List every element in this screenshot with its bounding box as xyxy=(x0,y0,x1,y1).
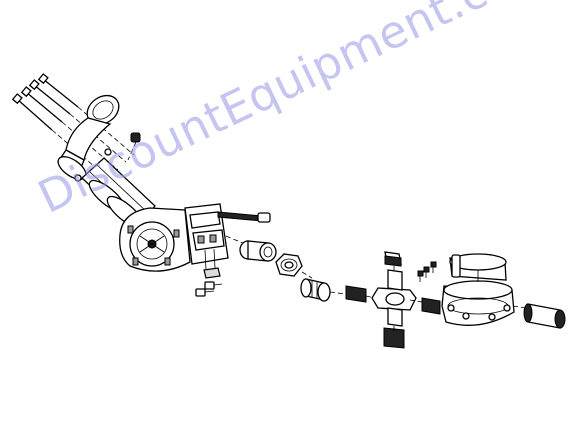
outlet-nipple xyxy=(523,303,566,329)
hex-union-nut xyxy=(275,253,313,279)
pump-volute xyxy=(119,207,193,272)
tiny-screws xyxy=(417,261,437,282)
small-nut xyxy=(127,132,141,161)
cap-screws xyxy=(195,281,223,297)
motor-body xyxy=(184,203,229,279)
threaded-fitting xyxy=(300,278,331,302)
cross-fitting xyxy=(371,251,423,349)
long-bolts xyxy=(11,73,135,181)
close-nipples xyxy=(329,285,441,315)
pressure-valve xyxy=(441,253,527,326)
bushing xyxy=(239,240,277,262)
elbow-inlet xyxy=(57,94,120,182)
